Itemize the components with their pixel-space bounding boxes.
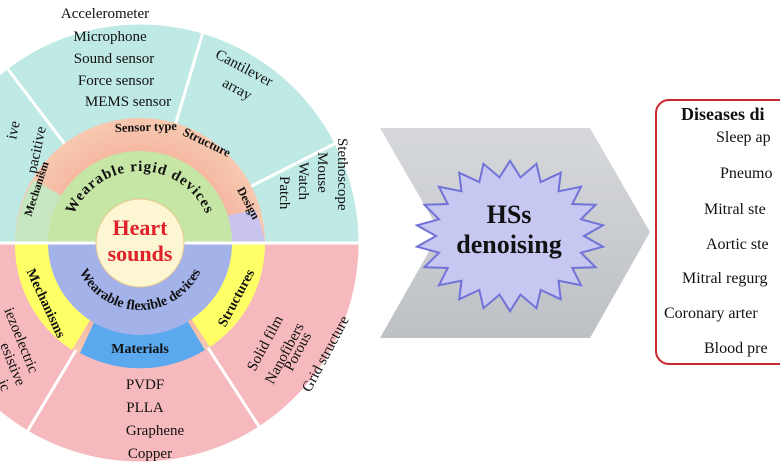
disease-item: Aortic ste [706,236,769,253]
disease-item: Mitral regurg [682,270,768,287]
disease-item: Sleep ap [716,129,771,146]
center-label-line1: Heart [113,215,169,240]
center-circle [95,198,185,288]
material-plla: PLLA [126,400,164,416]
mechanisms-band-flex [14,243,100,350]
sensor-mems: MEMS sensor [85,94,171,110]
category-materials: Materials [111,342,169,357]
rigid-inner-ring [48,151,232,243]
diseases-box [655,99,780,365]
disease-item: Pneumo [720,165,773,182]
material-copper: Copper [128,446,172,462]
sensor-force: Force sensor [78,73,154,89]
disease-item: Blood pre [704,340,768,357]
starburst-shape [414,158,606,314]
process-label-line2: denoising [456,230,562,259]
design-stethoscope: Stethoscope [334,138,350,211]
disease-item: Coronary arter [664,305,758,322]
mechanism-rigid-1: ive [4,119,24,141]
sensor-sound: Sound sensor [74,51,154,67]
flexible-inner-ring [48,243,232,335]
design-patch: Patch [276,176,292,210]
center-label-line2: sounds [108,241,173,266]
disease-item: Mitral ste [704,201,766,218]
category-sensor-type: Sensor type [115,119,178,135]
material-pvdf: PVDF [126,377,164,393]
process-label-line1: HSs [487,200,532,229]
structures-band-flex [180,243,266,347]
design-mouse: Mouse [314,152,330,193]
sensor-accelerometer: Accelerometer [61,6,149,22]
design-watch: Watch [295,162,311,200]
material-graphene: Graphene [126,423,185,439]
sensor-microphone: Microphone [73,29,147,45]
diseases-title: Diseases di [681,104,765,124]
